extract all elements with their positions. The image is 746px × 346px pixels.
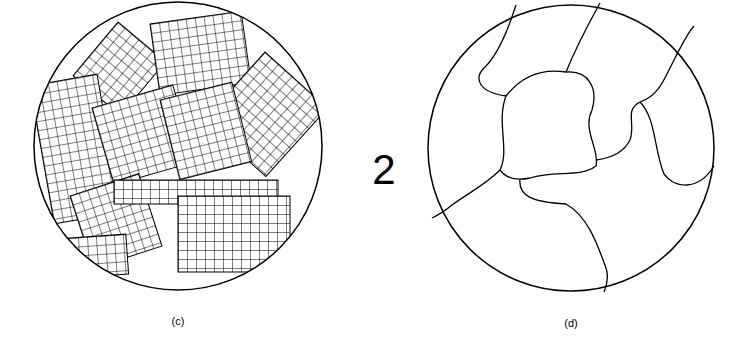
specimen-circle	[34, 2, 322, 290]
specimen-circle	[428, 5, 714, 291]
lattice-grains	[30, 11, 327, 280]
separator-number: 2	[372, 149, 395, 191]
panel-label: (c)	[172, 316, 185, 327]
panel-label: (d)	[564, 318, 577, 329]
